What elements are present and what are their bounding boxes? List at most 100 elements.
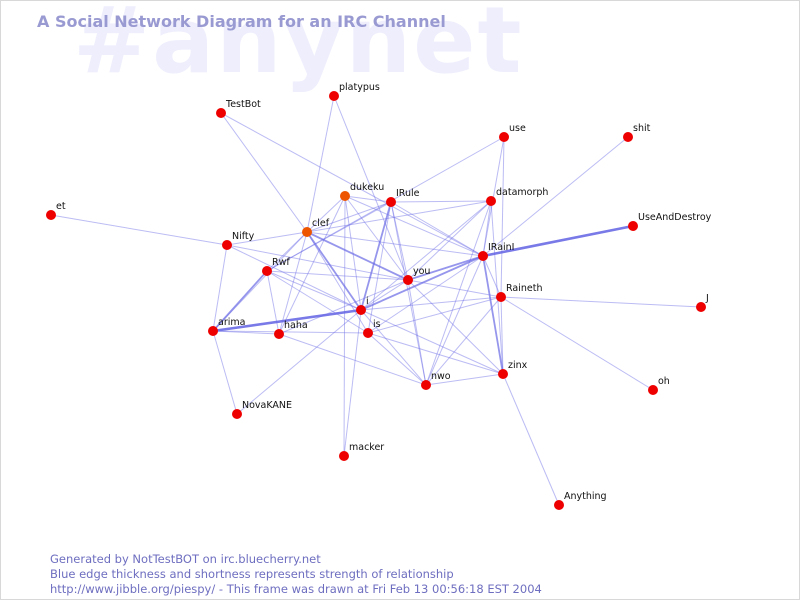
edge-IRule-dukeku (344, 195, 392, 203)
node-nwo[interactable]: nwo (421, 371, 451, 390)
node-dot[interactable] (222, 240, 232, 250)
node-dot[interactable] (363, 328, 373, 338)
node-NovaKANE[interactable]: NovaKANE (232, 400, 292, 419)
node-dot[interactable] (696, 302, 706, 312)
node-you[interactable]: you (403, 266, 430, 285)
edge-TestBot-clef (220, 112, 308, 233)
edge-Raineth-J (500, 296, 702, 308)
node-datamorph[interactable]: datamorph (486, 187, 548, 206)
edge-arima-haha (212, 330, 280, 335)
node-UseAndDestroy[interactable]: UseAndDestroy (628, 212, 712, 231)
node-macker[interactable]: macker (339, 442, 384, 461)
node-TestBot[interactable]: TestBot (216, 99, 261, 118)
node-arima[interactable]: arima (208, 317, 245, 336)
node-dot[interactable] (421, 380, 431, 390)
node-is[interactable]: is (363, 319, 381, 338)
node-label: macker (349, 442, 384, 453)
node-haha[interactable]: haha (274, 320, 308, 339)
edge-is-zinx (367, 332, 504, 375)
edge-arima-NovaKANE (212, 330, 238, 415)
node-dot[interactable] (46, 210, 56, 220)
node-label: platypus (339, 82, 380, 93)
edge-zinx-Anything (502, 373, 560, 506)
node-dot[interactable] (329, 91, 339, 101)
edge-Nifty-arima (212, 244, 228, 332)
node-dot[interactable] (498, 369, 508, 379)
edge-clef-datamorph (306, 200, 492, 233)
edge-dukeku-haha (278, 195, 346, 335)
edge-clef-arima (212, 231, 308, 332)
node-label: Nifty (232, 231, 255, 242)
node-label: shit (633, 123, 651, 134)
edge-IRule-nwo (390, 201, 427, 386)
edge-Raineth-nwo (425, 296, 502, 386)
edge-datamorph-nwo (425, 200, 492, 386)
node-dot[interactable] (386, 197, 396, 207)
edge-i-you (360, 279, 409, 311)
footer-source-timestamp: http://www.jibble.org/piespy/ - This fra… (50, 582, 542, 596)
node-use[interactable]: use (499, 123, 526, 142)
edge-platypus-you (333, 95, 409, 281)
edge-dukeku-i (344, 195, 362, 311)
edge-Raineth-use (500, 136, 505, 298)
node-oh[interactable]: oh (648, 376, 670, 395)
node-dot[interactable] (232, 409, 242, 419)
node-label: et (56, 201, 66, 212)
node-dot[interactable] (478, 251, 488, 261)
node-Nifty[interactable]: Nifty (222, 231, 255, 250)
edge-Rwf-clef (266, 231, 308, 272)
node-dot[interactable] (403, 275, 413, 285)
node-dot[interactable] (356, 305, 366, 315)
node-dot[interactable] (499, 132, 509, 142)
node-dot[interactable] (302, 227, 312, 237)
node-label: J (705, 293, 709, 304)
node-dot[interactable] (208, 326, 218, 336)
node-dot[interactable] (216, 108, 226, 118)
node-dot[interactable] (340, 191, 350, 201)
node-dot[interactable] (648, 385, 658, 395)
edge-dukeku-IRainI (344, 195, 484, 257)
node-label: dukeku (350, 182, 384, 193)
node-label: you (413, 266, 430, 277)
edge-i-macker (343, 309, 362, 457)
node-et[interactable]: et (46, 201, 66, 220)
edge-dukeku-macker (343, 195, 346, 457)
node-dot[interactable] (274, 329, 284, 339)
node-dot[interactable] (262, 266, 272, 276)
node-dukeku[interactable]: dukeku (340, 182, 384, 201)
node-zinx[interactable]: zinx (498, 360, 528, 379)
edge-arima-i (212, 308, 362, 333)
node-dot[interactable] (623, 132, 633, 142)
node-J[interactable]: J (696, 293, 709, 312)
node-Rwf[interactable]: Rwf (262, 257, 290, 276)
node-Anything[interactable]: Anything (554, 491, 607, 510)
node-clef[interactable]: clef (302, 218, 330, 237)
node-label: arima (218, 317, 245, 328)
edge-IRule-you (390, 201, 409, 281)
node-dot[interactable] (339, 451, 349, 461)
edge-clef-haha (278, 231, 308, 335)
node-IRule[interactable]: IRule (386, 188, 420, 207)
edge-platypus-clef (306, 95, 335, 233)
node-Raineth[interactable]: Raineth (496, 283, 542, 302)
node-label: Raineth (506, 283, 542, 294)
node-IRainI[interactable]: IRainI (478, 242, 514, 261)
node-label: TestBot (225, 99, 261, 110)
edge-you-datamorph (407, 200, 492, 281)
node-shit[interactable]: shit (623, 123, 651, 142)
edge-Rwf-is (266, 270, 369, 334)
edge-IRule-is (367, 201, 392, 334)
node-label: Rwf (272, 257, 290, 268)
node-platypus[interactable]: platypus (329, 82, 380, 101)
edge-clef-you (306, 231, 409, 281)
node-dot[interactable] (486, 196, 496, 206)
footer-notes: Generated by NotTestBOT on irc.bluecherr… (50, 552, 542, 597)
node-dot[interactable] (628, 221, 638, 231)
node-dot[interactable] (496, 292, 506, 302)
edge-dukeku-you (344, 195, 409, 281)
node-dot[interactable] (554, 500, 564, 510)
edge-IRainI-zinx (482, 255, 504, 375)
node-i[interactable]: i (356, 296, 369, 315)
edge-Nifty-i (226, 244, 362, 311)
